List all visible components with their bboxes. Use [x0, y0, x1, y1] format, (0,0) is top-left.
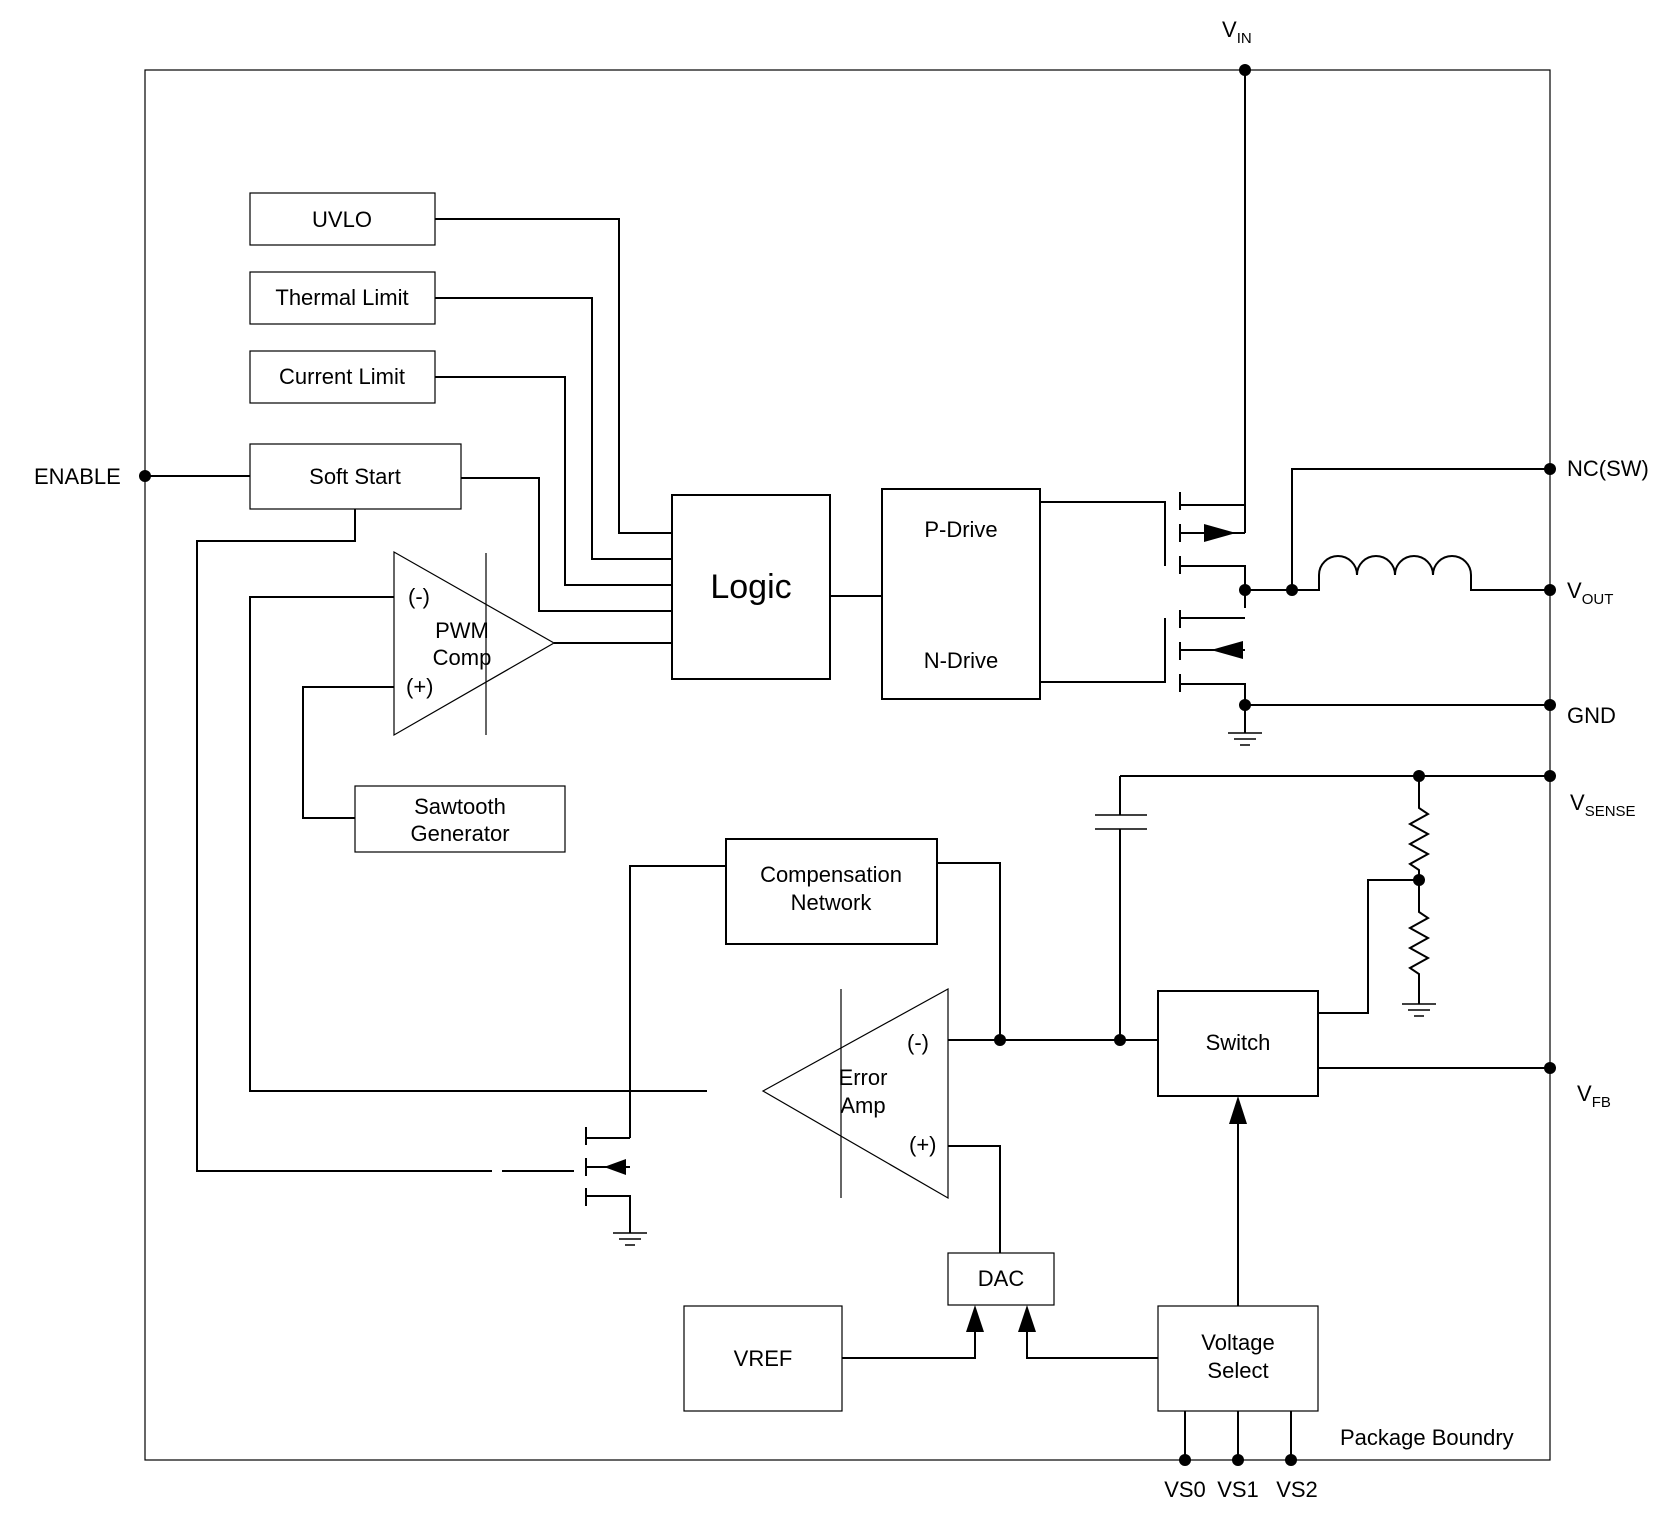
pwm-comparator: (-) (+) PWM Comp	[393, 550, 556, 737]
vref-block: VREF	[683, 1305, 843, 1412]
error-amplifier: (-) (+) Error Amp	[761, 987, 949, 1200]
dac-block: DAC	[947, 1252, 1055, 1306]
compensation-left-wire	[629, 865, 726, 1138]
n-mosfet	[1040, 610, 1246, 705]
compensation-network-block: Compensation Network	[725, 838, 938, 945]
svg-text:Network: Network	[791, 890, 873, 915]
svg-text:Current Limit: Current Limit	[279, 364, 405, 389]
svg-text:Generator: Generator	[410, 821, 509, 846]
vs0-label: VS0	[1164, 1477, 1206, 1502]
vsel-to-dac-arrow	[1018, 1305, 1036, 1332]
svg-text:VSENSE: VSENSE	[1570, 790, 1636, 820]
svg-text:Compensation: Compensation	[760, 862, 902, 887]
soft-start-to-discharge-wire	[196, 509, 492, 1172]
sawtooth-generator-block: Sawtooth Generator	[354, 785, 566, 853]
switch-node-wire	[1245, 468, 1550, 591]
svg-text:NC(SW): NC(SW)	[1567, 456, 1649, 481]
vs-pins: VS0 VS1 VS2	[1164, 1411, 1318, 1502]
fault-wires	[435, 218, 672, 586]
vs2-label: VS2	[1276, 1477, 1318, 1502]
svg-text:(+): (+)	[909, 1132, 937, 1157]
vsel-to-dac-wire	[1026, 1330, 1158, 1359]
uvlo-block: UVLO	[249, 192, 436, 246]
voltage-select-block: Voltage Select	[1157, 1305, 1319, 1412]
enable-pin: ENABLE	[34, 464, 250, 489]
nc-sw-pin: NC(SW)	[1544, 456, 1649, 481]
svg-text:PWM: PWM	[435, 618, 489, 643]
svg-text:ENABLE: ENABLE	[34, 464, 121, 489]
svg-text:VOUT: VOUT	[1567, 578, 1613, 608]
vs1-label: VS1	[1217, 1477, 1259, 1502]
svg-text:(-): (-)	[907, 1030, 929, 1055]
svg-text:P-Drive: P-Drive	[924, 517, 997, 542]
error-minus-junction-dot	[994, 1034, 1006, 1046]
svg-text:GND: GND	[1567, 703, 1616, 728]
svg-text:VIN: VIN	[1222, 17, 1252, 47]
vref-to-dac-arrow	[966, 1305, 984, 1332]
driver-block: P-Drive N-Drive	[881, 488, 1041, 700]
svg-text:UVLO: UVLO	[312, 207, 372, 232]
svg-text:Sawtooth: Sawtooth	[414, 794, 506, 819]
svg-text:Soft Start: Soft Start	[309, 464, 401, 489]
svg-text:Select: Select	[1207, 1358, 1268, 1383]
svg-text:Logic: Logic	[710, 568, 791, 606]
discharge-mosfet	[502, 1127, 647, 1246]
svg-text:N-Drive: N-Drive	[924, 648, 999, 673]
svg-text:Thermal Limit: Thermal Limit	[275, 285, 408, 310]
svg-text:Switch: Switch	[1206, 1030, 1271, 1055]
pwm-plus-wire	[302, 686, 394, 819]
inductor-icon	[1292, 555, 1550, 591]
package-boundary-label: Package Boundry	[1340, 1425, 1514, 1450]
switch-block: Switch	[1157, 990, 1319, 1097]
gnd-pin: GND	[1239, 699, 1616, 728]
error-plus-wire	[948, 1145, 1001, 1253]
svg-text:(+): (+)	[406, 674, 434, 699]
soft-start-to-logic-wire	[461, 477, 672, 612]
vsel-to-switch-arrow	[1229, 1096, 1247, 1124]
svg-text:Amp: Amp	[840, 1093, 885, 1118]
soft-start-block: Soft Start	[249, 443, 462, 510]
vout-pin: VOUT	[1544, 578, 1613, 608]
svg-text:DAC: DAC	[978, 1266, 1025, 1291]
resistor-divider	[1318, 776, 1436, 1017]
vref-to-dac-wire	[842, 1330, 976, 1359]
svg-text:VREF: VREF	[734, 1346, 793, 1371]
capacitor-junction-dot	[1114, 1034, 1126, 1046]
pwm-minus-wire	[249, 596, 707, 1092]
svg-text:Voltage: Voltage	[1201, 1330, 1274, 1355]
svg-text:VFB: VFB	[1577, 1081, 1611, 1111]
ground-icon	[1228, 705, 1262, 746]
thermal-limit-block: Thermal Limit	[249, 271, 436, 325]
svg-text:Error: Error	[839, 1065, 888, 1090]
logic-block: Logic	[671, 494, 831, 680]
capacitor-icon	[1095, 776, 1147, 1040]
vsense-pin: VSENSE	[1120, 770, 1636, 820]
svg-text:(-): (-)	[408, 584, 430, 609]
package-boundary	[144, 69, 1551, 1461]
vfb-pin: VFB	[1318, 1062, 1611, 1111]
p-mosfet	[1040, 492, 1246, 608]
vin-pin: VIN	[1222, 17, 1252, 533]
svg-text:Comp: Comp	[433, 645, 492, 670]
compensation-right-wire	[937, 862, 1001, 1040]
current-limit-block: Current Limit	[249, 350, 436, 404]
